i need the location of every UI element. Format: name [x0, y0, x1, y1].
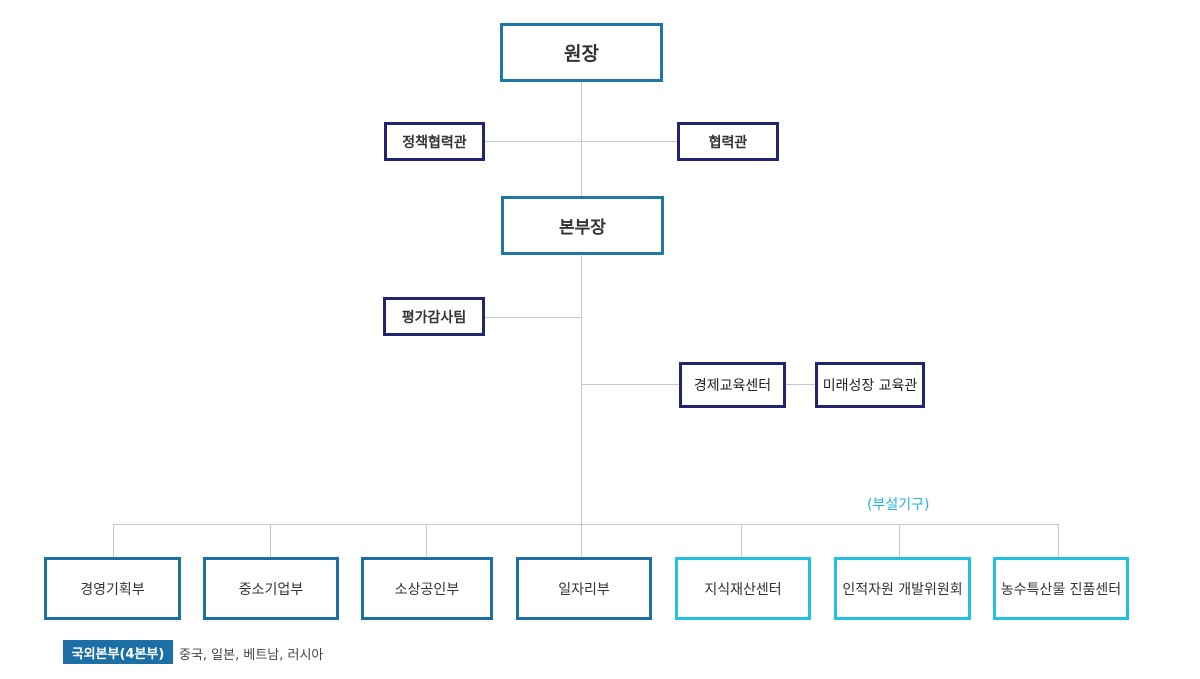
economic-education-center-label: 경제교육센터 [693, 378, 772, 394]
department-label: 경영기획부 [80, 581, 145, 598]
departments-bus-line [113, 524, 1059, 525]
dept-drop-line [741, 524, 742, 558]
economic-education-center-box: 경제교육센터 [679, 362, 786, 408]
main-vertical-line [581, 82, 582, 524]
affiliated-department-label: 지식재산센터 [704, 581, 782, 598]
department-box: 소상공인부 [361, 557, 493, 620]
headquarters-chief-label: 본부장 [559, 218, 606, 238]
policy-cooperation-officer-box: 정책협력관 [384, 122, 485, 161]
overseas-headquarters-tag: 국외본부(4본부) [63, 640, 173, 664]
staff-horizontal-line [484, 141, 678, 142]
econ-connector-line [581, 384, 681, 385]
affiliated-label: (부설기구) [867, 497, 930, 513]
audit-connector-line [484, 317, 582, 318]
future-connector-line [785, 384, 816, 385]
dept-drop-line [113, 524, 114, 558]
director-box: 원장 [500, 23, 663, 82]
department-box: 일자리부 [516, 557, 652, 620]
department-label: 일자리부 [558, 581, 610, 598]
future-growth-education-box: 미래성장 교육관 [815, 362, 925, 408]
dept-drop-line [899, 524, 900, 558]
policy-cooperation-officer-label: 정책협력관 [402, 134, 467, 151]
dept-drop-line [270, 524, 271, 558]
cooperation-officer-box: 협력관 [677, 122, 779, 161]
department-box: 경영기획부 [44, 557, 181, 620]
affiliated-department-label: 인적자원 개발위원회 [842, 581, 963, 598]
affiliated-department-label: 농수특산물 진품센터 [1000, 581, 1122, 598]
dept-drop-line [1058, 524, 1059, 558]
department-label: 중소기업부 [238, 581, 304, 598]
dept-drop-line [581, 524, 582, 558]
dept-drop-line [426, 524, 427, 558]
affiliated-department-box: 지식재산센터 [675, 557, 811, 620]
headquarters-chief-box: 본부장 [501, 196, 664, 255]
department-label: 소상공인부 [394, 581, 460, 598]
affiliated-department-box: 인적자원 개발위원회 [834, 557, 971, 620]
affiliated-department-box: 농수특산물 진품센터 [993, 557, 1129, 620]
audit-team-box: 평가감사팀 [383, 297, 485, 336]
cooperation-officer-label: 협력관 [708, 134, 748, 151]
future-growth-education-label: 미래성장 교육관 [822, 378, 918, 394]
audit-team-label: 평가감사팀 [401, 309, 467, 326]
director-label: 원장 [564, 43, 599, 65]
overseas-countries-text: 중국, 일본, 베트남, 러시아 [179, 648, 324, 663]
department-box: 중소기업부 [203, 557, 339, 620]
